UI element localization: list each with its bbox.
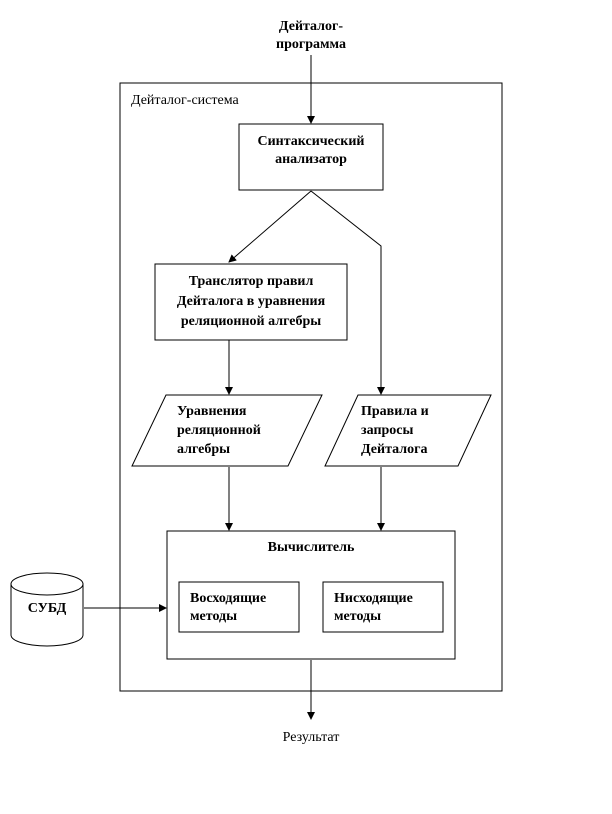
equations-label-line2: реляционной — [177, 423, 261, 438]
equations-label-line3: алгебры — [177, 442, 231, 457]
output-label: Результат — [282, 730, 340, 745]
bottom-up-label-line1: Восходящие — [190, 591, 267, 606]
top-down-label: Нисходящие методы — [334, 590, 439, 626]
rules-label-line1: Правила и — [361, 404, 429, 419]
input-label-line2: программа — [276, 37, 346, 52]
parser-label-line2: анализатор — [275, 152, 347, 167]
arrow-parser-to-translator — [228, 190, 312, 263]
parser-box — [238, 123, 384, 191]
input-label-line1: Дейталог- — [278, 19, 344, 34]
equations-label-line1: Уравнения — [177, 404, 247, 419]
translator-label-line3: реляционной алгебры — [180, 314, 322, 329]
system-title: Дейталог-система — [131, 93, 239, 108]
parser-label-line1: Синтаксический — [257, 134, 365, 149]
rules-parallelogram — [324, 394, 492, 467]
rules-label-line2: запросы — [361, 423, 414, 438]
rules-label: Правила и запросы Дейталога — [361, 402, 481, 459]
translator-label-line2: Дейталога в уравнения — [176, 294, 326, 309]
top-down-label-line2: методы — [334, 609, 382, 624]
translator-box — [154, 263, 348, 341]
bottom-up-box — [178, 581, 300, 633]
equations-parallelogram — [131, 394, 323, 467]
bottom-up-label-line2: методы — [190, 609, 238, 624]
parser-label: Синтаксический анализатор — [239, 133, 383, 169]
top-down-label-line1: Нисходящие — [334, 591, 413, 606]
translator-label-line1: Транслятор правил — [188, 274, 314, 289]
bottom-up-label: Восходящие методы — [190, 590, 295, 626]
dbms-label: СУБД — [27, 601, 67, 616]
translator-label: Транслятор правил Дейталога в уравнения … — [155, 272, 347, 332]
input-label: Дейталог- программа — [251, 18, 371, 54]
rules-label-line3: Дейталога — [361, 442, 428, 457]
equations-label: Уравнения реляционной алгебры — [177, 402, 307, 459]
evaluator-title: Вычислитель — [267, 540, 355, 555]
dbms-cylinder — [10, 572, 84, 647]
top-down-box — [322, 581, 444, 633]
arrow-parser-to-rules — [310, 190, 385, 395]
